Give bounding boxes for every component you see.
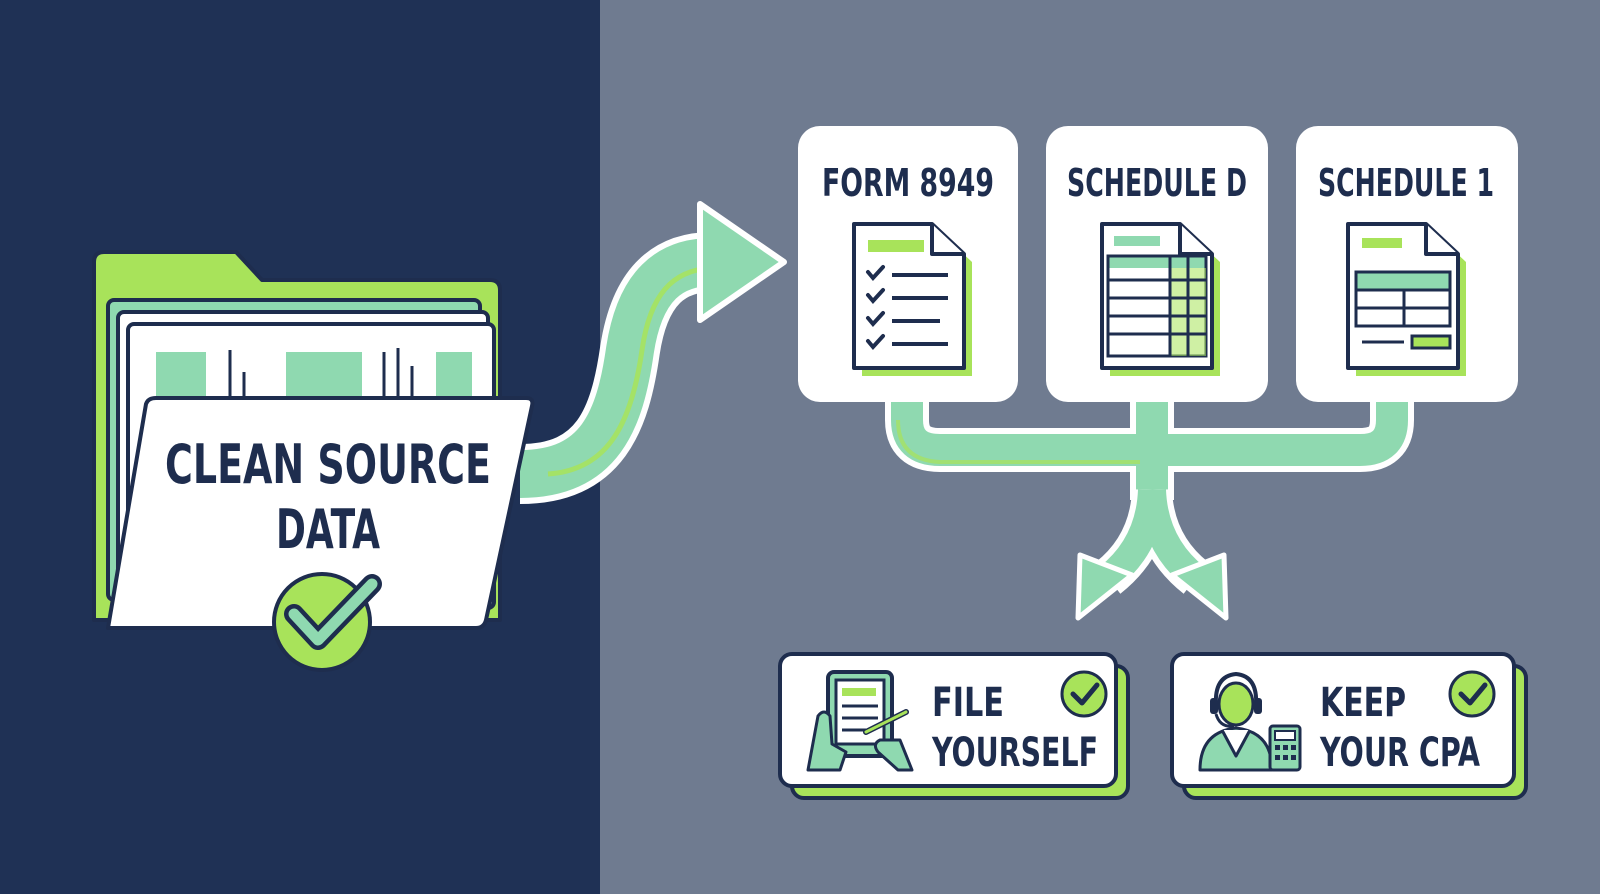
- form-card-schedule-1: SCHEDULE 1: [1296, 126, 1518, 402]
- folder-icon: [92, 250, 535, 630]
- form-card-title: FORM 8949: [822, 161, 994, 205]
- form-card-8949: FORM 8949: [798, 126, 1018, 402]
- check-circle-icon: [272, 572, 382, 672]
- outcome-label-line1: FILE: [932, 680, 1004, 726]
- outcome-label-line1: KEEP: [1320, 680, 1406, 726]
- check-circle-icon: [1060, 670, 1108, 718]
- outcome-card-file-yourself: FILE YOURSELF: [778, 652, 1130, 800]
- outcome-label-line2: YOURSELF: [931, 730, 1098, 776]
- advisor-headset-icon: [1198, 671, 1302, 772]
- form-card-schedule-d: SCHEDULE D: [1046, 126, 1268, 402]
- source-label-line2: DATA: [276, 498, 380, 561]
- tablet-signing-icon: [806, 670, 914, 772]
- source-label-line1: CLEAN SOURCE: [165, 433, 491, 496]
- outcome-card-keep-your-cpa: KEEP YOUR CPA: [1170, 652, 1528, 800]
- form-card-title: SCHEDULE 1: [1318, 161, 1494, 205]
- form-document-icon: [1346, 222, 1466, 376]
- flow-arrow-source-to-forms: [518, 201, 787, 504]
- outcome-label-line2: YOUR CPA: [1319, 730, 1480, 776]
- spreadsheet-document-icon: [1100, 222, 1220, 376]
- source-folder: CLEAN SOURCE DATA: [92, 250, 535, 672]
- check-circle-icon: [1448, 670, 1496, 718]
- flow-arrow-forms-to-outcomes: [885, 398, 1414, 621]
- checklist-document-icon: [852, 222, 972, 376]
- form-card-title: SCHEDULE D: [1067, 161, 1247, 205]
